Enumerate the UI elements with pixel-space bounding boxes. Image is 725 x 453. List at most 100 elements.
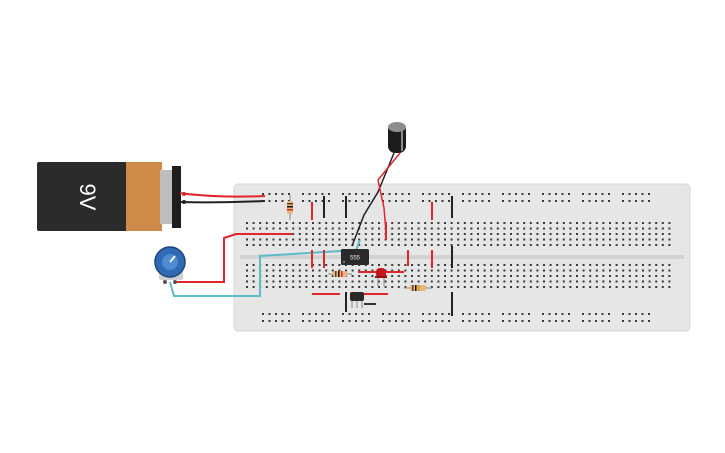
- breadboard-hole: [556, 244, 559, 246]
- breadboard-hole: [279, 222, 281, 224]
- breadboard-hole: [588, 320, 591, 322]
- breadboard-hole: [609, 264, 611, 266]
- electrolytic-capacitor[interactable]: [388, 122, 406, 153]
- breadboard-hole: [298, 233, 301, 235]
- breadboard-hole: [444, 264, 446, 266]
- breadboard-hole: [368, 320, 370, 322]
- breadboard-hole: [272, 238, 275, 241]
- breadboard-hole: [428, 200, 431, 202]
- battery-9v[interactable]: 9V: [37, 162, 181, 231]
- breadboard-hole: [285, 286, 288, 288]
- breadboard-hole: [490, 286, 493, 288]
- breadboard-hole: [345, 269, 347, 272]
- breadboard-hole: [561, 313, 564, 315]
- breadboard-hole: [477, 222, 479, 224]
- breadboard-hole: [312, 238, 314, 241]
- breadboard-hole: [549, 264, 552, 266]
- breadboard-hole: [441, 200, 444, 202]
- breadboard-hole: [262, 320, 264, 322]
- breadboard-hole: [609, 227, 611, 230]
- breadboard-hole: [548, 320, 551, 322]
- ic-555[interactable]: 555: [341, 249, 369, 265]
- breadboard-hole: [462, 313, 464, 315]
- breadboard-hole: [318, 269, 321, 272]
- breadboard-hole: [450, 222, 453, 224]
- breadboard-hole: [328, 193, 330, 195]
- breadboard-hole: [628, 275, 631, 277]
- breadboard[interactable]: [233, 183, 691, 332]
- breadboard-hole: [457, 286, 460, 288]
- breadboard-hole: [265, 222, 268, 224]
- breadboard-hole: [615, 227, 618, 230]
- resistor-top[interactable]: [287, 195, 293, 220]
- breadboard-hole: [391, 233, 394, 235]
- breadboard-hole: [628, 222, 631, 224]
- battery-black-wire[interactable]: [179, 200, 266, 204]
- breadboard-hole: [371, 269, 374, 272]
- breadboard-hole: [601, 193, 604, 195]
- capacitor-lead-red[interactable]: [377, 152, 401, 233]
- battery-body: [37, 162, 129, 231]
- breadboard-hole: [615, 286, 618, 288]
- breadboard-hole: [435, 313, 437, 315]
- breadboard-hole: [265, 264, 268, 266]
- breadboard-hole: [562, 222, 565, 224]
- battery-red-wire-dot: [182, 192, 186, 196]
- breadboard-hole: [582, 320, 584, 322]
- breadboard-hole: [569, 269, 572, 272]
- battery-red-wire[interactable]: [179, 192, 266, 198]
- breadboard-hole: [642, 233, 644, 235]
- capacitor-lead-black[interactable]: [351, 152, 395, 247]
- led-red[interactable]: [375, 268, 387, 286]
- breadboard-hole: [561, 200, 564, 202]
- breadboard-hole: [529, 238, 532, 241]
- breadboard-hole: [523, 286, 526, 288]
- breadboard-hole: [655, 264, 658, 266]
- breadboard-hole: [246, 280, 248, 283]
- breadboard-hole: [609, 269, 611, 272]
- breadboard-hole: [288, 193, 290, 195]
- resistor-right[interactable]: [404, 285, 432, 291]
- breadboard-hole: [536, 286, 539, 288]
- breadboard-hole: [368, 200, 370, 202]
- resistor-mid[interactable]: [328, 271, 352, 277]
- breadboard-hole: [312, 269, 314, 272]
- breadboard-hole: [510, 244, 512, 246]
- breadboard-hole: [305, 227, 308, 230]
- potentiometer[interactable]: [154, 246, 186, 284]
- breadboard-hole: [401, 313, 404, 315]
- breadboard-hole: [371, 286, 374, 288]
- breadboard-hole: [308, 313, 311, 315]
- breadboard-hole: [529, 222, 532, 224]
- pot-red-wire[interactable]: [177, 233, 292, 283]
- breadboard-hole: [424, 280, 427, 283]
- breadboard-hole: [397, 280, 400, 283]
- breadboard-hole: [298, 222, 301, 224]
- breadboard-hole: [268, 200, 271, 202]
- pot-teal-wire[interactable]: [169, 239, 361, 297]
- breadboard-hole: [411, 233, 413, 235]
- resistor-mid-band-1: [335, 271, 337, 277]
- breadboard-hole: [615, 269, 618, 272]
- resistor-right-band-1: [412, 285, 414, 291]
- breadboard-hole: [321, 200, 324, 202]
- breadboard-hole: [292, 238, 295, 241]
- breadboard-hole: [661, 286, 664, 288]
- breadboard-hole: [523, 244, 526, 246]
- breadboard-hole: [435, 193, 437, 195]
- transistor[interactable]: [350, 292, 376, 308]
- breadboard-hole: [275, 320, 277, 322]
- breadboard-hole: [562, 269, 565, 272]
- breadboard-hole: [536, 238, 539, 241]
- breadboard-hole: [408, 200, 410, 202]
- breadboard-hole: [275, 200, 277, 202]
- breadboard-hole: [528, 193, 530, 195]
- breadboard-hole: [582, 244, 585, 246]
- breadboard-hole: [521, 200, 524, 202]
- breadboard-hole: [312, 286, 314, 288]
- breadboard-hole: [417, 227, 420, 230]
- breadboard-hole: [315, 193, 317, 195]
- breadboard-hole: [325, 222, 328, 224]
- breadboard-hole: [371, 244, 374, 246]
- breadboard-hole: [285, 227, 288, 230]
